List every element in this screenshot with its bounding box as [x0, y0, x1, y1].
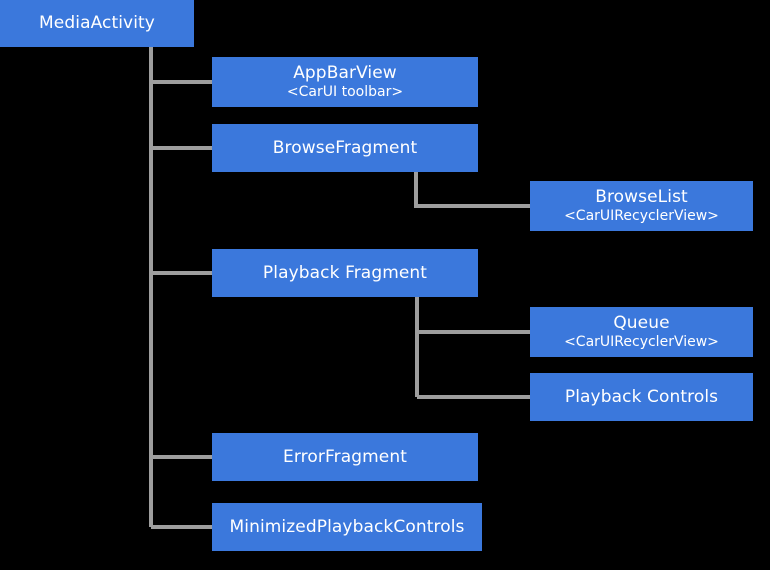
node-title: BrowseList — [595, 187, 688, 208]
node-title: Playback Fragment — [262, 262, 428, 283]
edge-browsefragment-browselist — [414, 172, 530, 208]
node-title: Playback Controls — [564, 386, 719, 407]
node-media-activity[interactable]: MediaActivity — [0, 0, 194, 47]
node-browse-list[interactable]: BrowseList <CarUIRecyclerView> — [530, 181, 753, 231]
node-queue[interactable]: Queue <CarUIRecyclerView> — [530, 307, 753, 357]
node-title: ErrorFragment — [283, 446, 407, 467]
node-app-bar-view[interactable]: AppBarView <CarUI toolbar> — [212, 57, 478, 107]
node-subtitle: <CarUIRecyclerView> — [564, 208, 719, 225]
node-subtitle: <CarUI toolbar> — [286, 84, 404, 101]
node-title: BrowseFragment — [272, 137, 418, 158]
node-minimized-playback-controls[interactable]: MinimizedPlaybackControls — [212, 503, 482, 551]
node-title: Queue — [613, 313, 670, 334]
node-playback-controls[interactable]: Playback Controls — [530, 373, 753, 421]
node-title: MediaActivity — [39, 13, 155, 34]
node-title: AppBarView — [293, 63, 397, 84]
node-browse-fragment[interactable]: BrowseFragment — [212, 124, 478, 172]
node-playback-fragment[interactable]: Playback Fragment — [212, 249, 478, 297]
node-title: MinimizedPlaybackControls — [229, 516, 465, 537]
node-subtitle: <CarUIRecyclerView> — [564, 334, 719, 351]
node-error-fragment[interactable]: ErrorFragment — [212, 433, 478, 481]
